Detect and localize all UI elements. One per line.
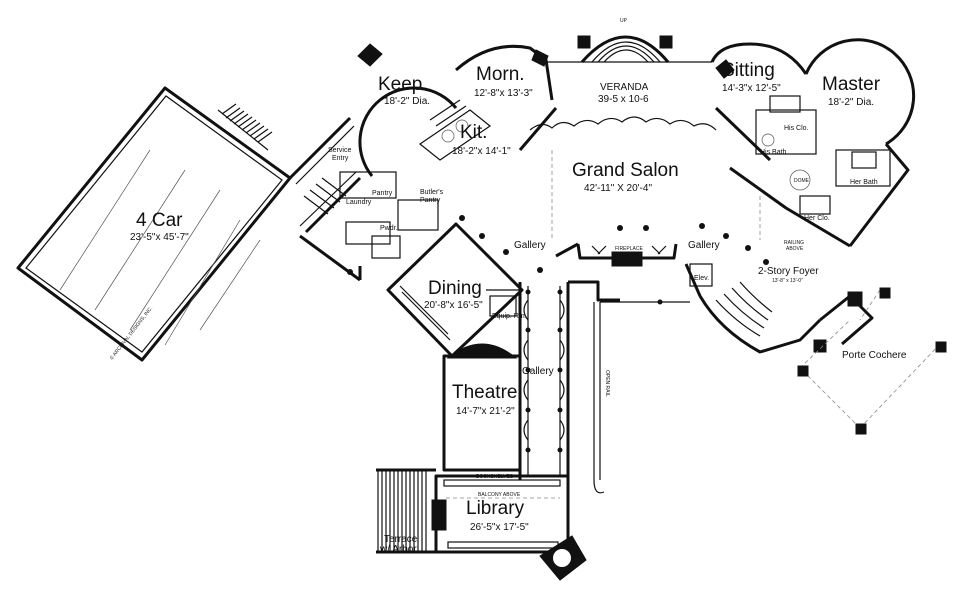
elev-label: Elev.: [694, 275, 709, 282]
garage-name: 4 Car: [136, 210, 183, 231]
veranda-dims: 39-5 x 10-6: [598, 94, 649, 105]
porte-cochere-label: Porte Cochere: [842, 350, 907, 361]
butlers-pantry-label-2: Pantry: [420, 197, 441, 204]
her-clo-label: Her Clo.: [804, 215, 830, 222]
bookshelves-top-label: BOOKSHELVES: [476, 474, 514, 480]
terrace-label-1: Terrace: [384, 534, 418, 545]
his-clo-label: His Clo.: [784, 125, 809, 132]
foyer: RAILING ABOVE: [684, 240, 874, 354]
veranda-name: VERANDA: [600, 82, 649, 93]
kitchen-name: Kit.: [460, 122, 487, 143]
grand-salon-scalloped-wall: [529, 116, 717, 131]
central-gallery: [518, 242, 620, 480]
keeping-dims: 18'-2" Dia.: [384, 96, 430, 107]
her-bath-label: Her Bath: [850, 179, 878, 186]
morning-dims: 12'-8"x 13'-3": [474, 88, 533, 99]
terrace-label-2: w/ Arbor: [379, 544, 417, 555]
dining-dims: 20'-8"x 16'-5": [424, 300, 483, 311]
master-wing: DOME: [710, 38, 916, 248]
morning-name: Morn.: [476, 64, 525, 85]
foyer-name: 2-Story Foyer: [758, 266, 819, 277]
service-entry-label-1: Service: [328, 147, 351, 154]
dome-label: DOME: [794, 178, 810, 184]
laundry-label: Laundry: [346, 199, 372, 206]
room-labels: 4 Car 23'-5"x 45'-7" Keep. 18'-2" Dia. M…: [130, 60, 881, 533]
porte-cochere: [797, 287, 947, 435]
master-dims: 18'-2" Dia.: [828, 97, 874, 108]
grand-salon-dims: 42'-11" X 20'-4": [584, 183, 652, 194]
sitting-name: Sitting: [722, 60, 775, 81]
fireplace-label: FIREPLACE: [615, 246, 643, 252]
balcony-above-label: BALCONY ABOVE: [478, 492, 521, 498]
pantry-label: Pantry: [372, 190, 393, 197]
gallery-right-label: Gallery: [688, 240, 720, 251]
gallery-left-label: Gallery: [514, 240, 546, 251]
garage-dims: 23'-5"x 45'-7": [130, 232, 189, 243]
master-round-wall: [804, 38, 916, 146]
theatre: [442, 289, 522, 472]
railing-above-label-1: RAILING: [784, 240, 804, 246]
garage-stair: [217, 103, 273, 151]
keeping-room-wall: [358, 86, 458, 177]
open-rail-label: OPEN RAIL: [604, 370, 610, 397]
gallery-center-label: Gallery: [522, 366, 554, 377]
butlers-pantry-label-1: Butler's: [420, 189, 444, 196]
veranda: UP: [546, 18, 712, 63]
dining-name: Dining: [428, 278, 482, 299]
secondary-labels: Gallery Gallery Gallery Stage Equip. Rm.…: [328, 125, 907, 555]
morning-room-wall: [455, 44, 554, 101]
open-rail: OPEN RAIL: [593, 301, 690, 494]
equip-rm-label: Equip. Rm.: [492, 313, 527, 320]
service-connector: [288, 116, 362, 234]
railing-above-label-2: ABOVE: [786, 246, 804, 252]
his-bath-label: His Bath: [760, 149, 787, 156]
grand-salon: FIREPLACE: [518, 106, 772, 267]
keeping-name: Keep.: [378, 74, 428, 95]
pwdr-label: Pwdr.: [380, 225, 398, 232]
sitting-room-wall: [710, 42, 808, 75]
library-dims: 26'-5"x 17'-5": [470, 522, 529, 533]
grand-salon-name: Grand Salon: [572, 160, 679, 181]
stage-label: Stage: [474, 344, 501, 355]
library-name: Library: [466, 498, 525, 519]
theatre-dims: 14'-7"x 21'-2": [456, 406, 515, 417]
theatre-name: Theatre: [452, 382, 517, 403]
foyer-dims: 13'-8" x 13'-0": [772, 278, 803, 284]
columns: [347, 215, 769, 453]
master-name: Master: [822, 74, 881, 95]
veranda-up-label: UP: [620, 18, 628, 24]
kitchen-wing: [299, 43, 554, 282]
kitchen-dims: 18'-2"x 14'-1": [452, 146, 511, 157]
library: BALCONY ABOVE BOOKSHELVES: [376, 468, 587, 581]
sitting-dims: 14'-3"x 12'-5": [722, 83, 781, 94]
service-entry-label-2: Entry: [332, 155, 349, 162]
dining: [386, 222, 524, 358]
